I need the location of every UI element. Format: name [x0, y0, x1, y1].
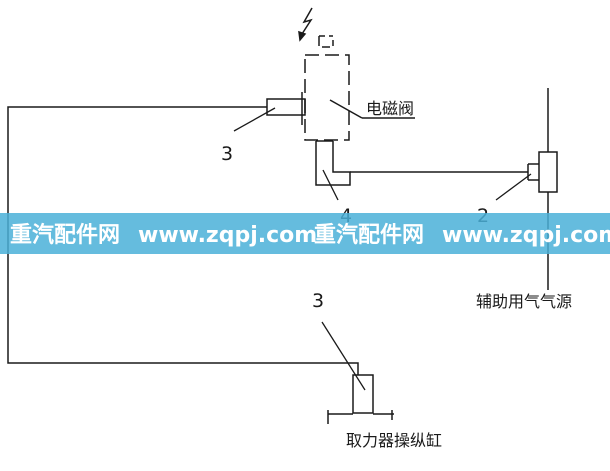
aux-air-source-label: 辅助用气气源: [476, 292, 572, 311]
watermark-background: [0, 213, 610, 254]
lightning-icon: [298, 7, 313, 42]
part-number-3-bottom: 3: [312, 290, 324, 312]
callout-leaders: [233, 107, 532, 391]
aux-air-source-line: [350, 88, 558, 290]
pto-operating-cylinder: [327, 374, 394, 424]
pto-cylinder-label: 取力器操纵缸: [346, 431, 442, 450]
watermark-band: 重汽配件网 www.zqpj.com 重汽配件网 www.zqpj.com: [0, 213, 610, 254]
pipe-to-pto-cylinder: [7, 106, 359, 375]
solenoid-valve-label: 电磁阀: [366, 99, 414, 118]
watermark-text-3: 重汽配件网: [314, 222, 424, 248]
part-number-3-top: 3: [221, 143, 233, 165]
valve-outlet-fitting: [315, 140, 351, 186]
watermark-text-4: www.zqpj.com: [442, 223, 610, 248]
watermark-text-1: 重汽配件网: [10, 222, 120, 248]
solenoid-valve: [304, 35, 415, 141]
watermark-text-2: www.zqpj.com: [138, 223, 317, 248]
valve-port-fitting-left: [266, 92, 306, 125]
